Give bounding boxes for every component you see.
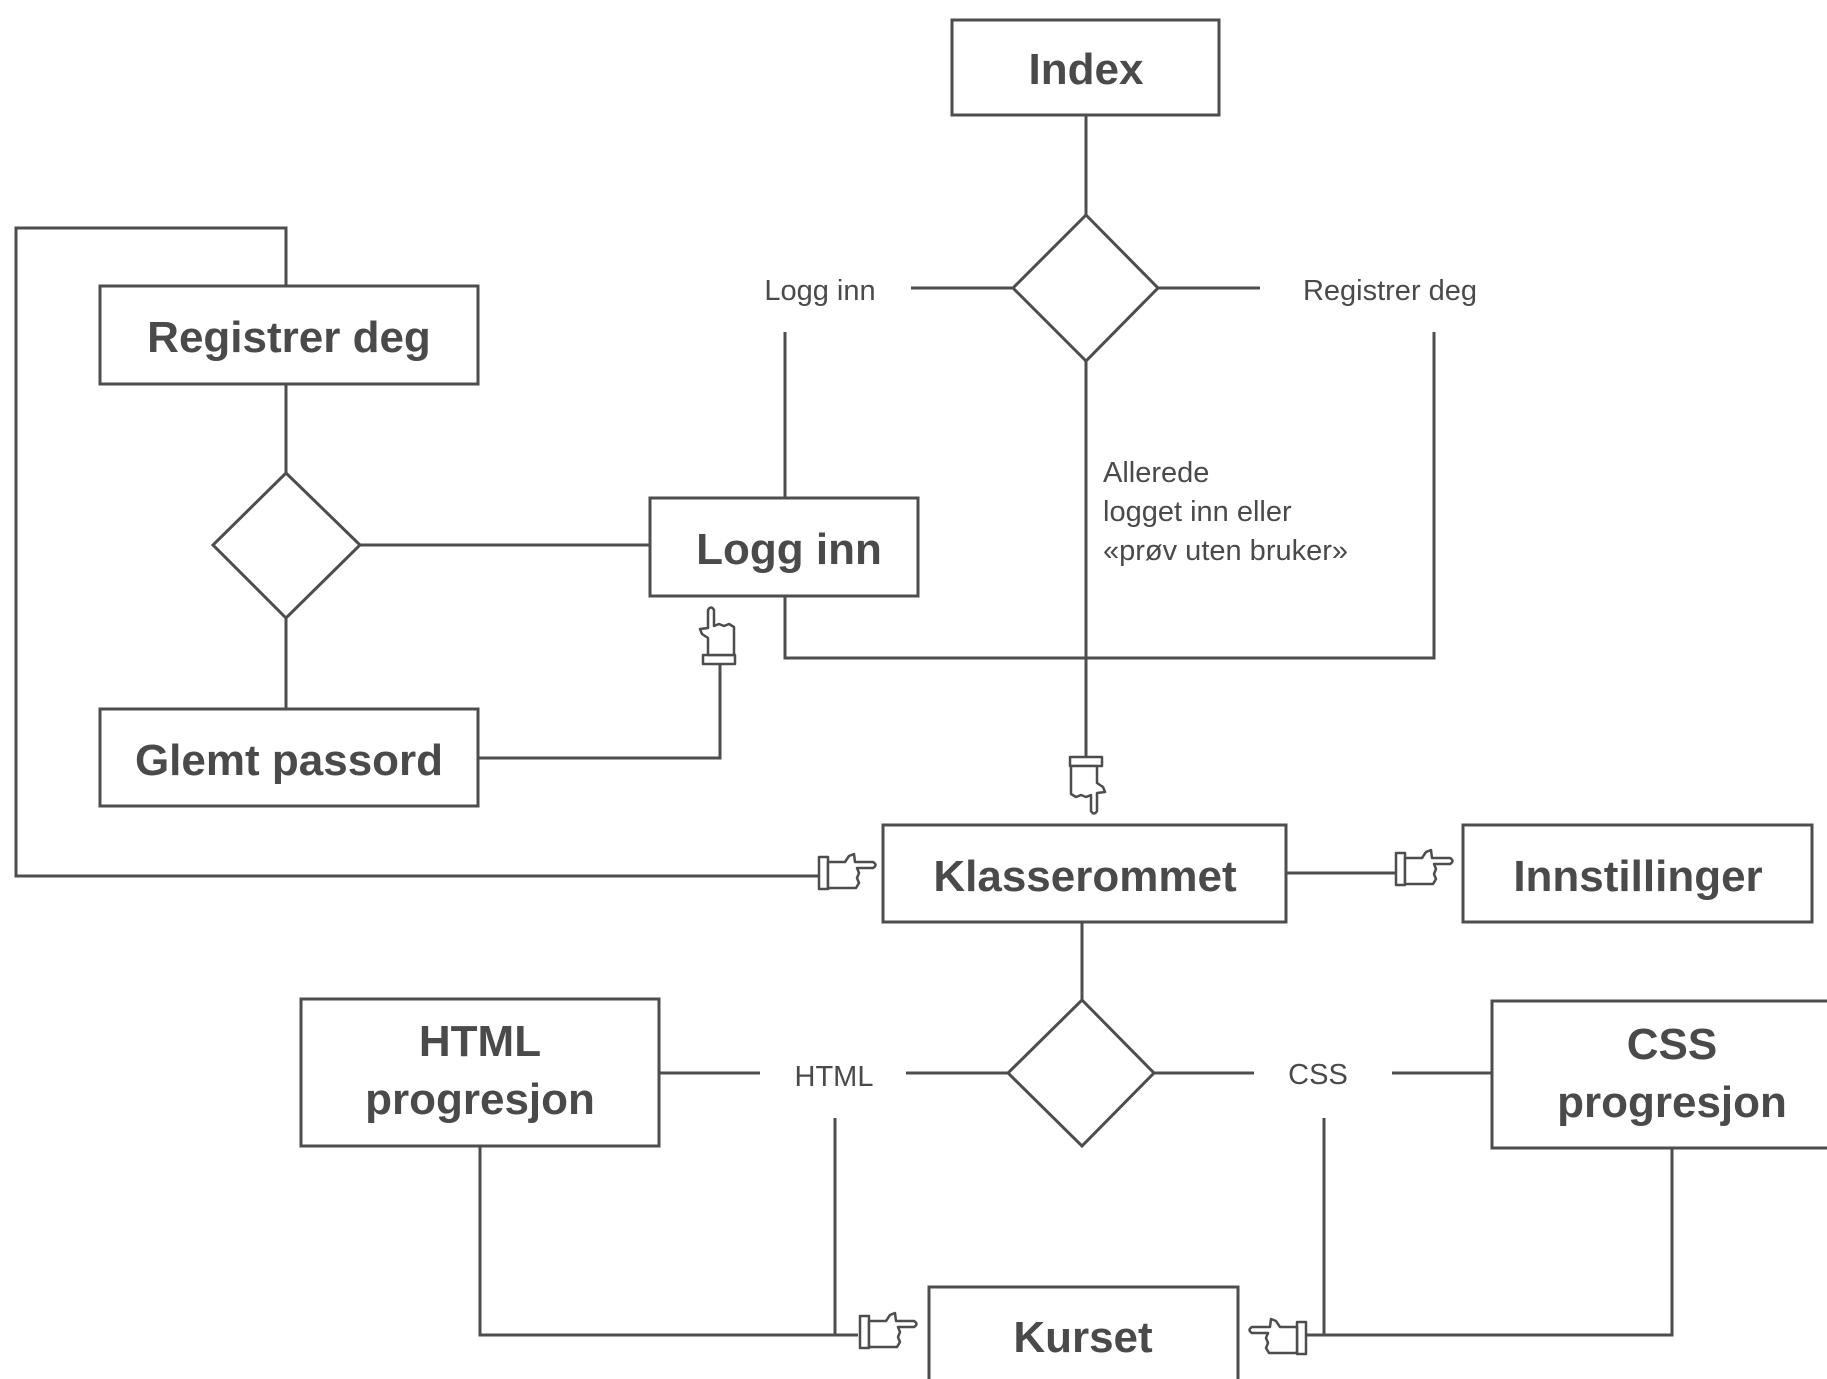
hand-pointer-icon	[1248, 1317, 1308, 1356]
edge-label-registrer-deg: Registrer deg	[1303, 275, 1477, 307]
connectors	[14, 115, 1674, 1337]
edge-label-css: CSS	[1288, 1059, 1348, 1091]
connector-html-to-kurset	[478, 1146, 858, 1337]
node-klasserommet-label: Klasserommet	[933, 852, 1237, 901]
node-glemt-passord-label: Glemt passord	[135, 736, 443, 785]
connector-registrer-label-down	[783, 332, 1436, 660]
hand-pointer-icon	[817, 852, 877, 891]
node-index-label: Index	[1029, 45, 1144, 94]
connector-loop-registrer-to-klasserommet	[14, 226, 820, 878]
node-kurset	[927, 1285, 1240, 1379]
hand-pointer-icon	[1394, 848, 1454, 887]
decision-diamond-index	[1010, 212, 1161, 364]
decision-diamond-login	[210, 470, 363, 621]
edge-label-allerede-1: Allerede	[1103, 457, 1209, 489]
node-innstillinger	[1461, 823, 1814, 924]
hand-pointer-icon	[1068, 755, 1107, 815]
edge-label-logg-inn: Logg inn	[764, 275, 875, 307]
node-logg-inn-label: Logg inn	[696, 525, 882, 574]
hand-pointer-icon	[698, 606, 737, 666]
node-kurset-label: Kurset	[1013, 1313, 1153, 1362]
connector-css-to-kurset	[1306, 1148, 1674, 1337]
edge-label-html: HTML	[795, 1061, 874, 1093]
node-klasserommet	[881, 823, 1288, 924]
node-html-progresjon-line2: progresjon	[365, 1075, 595, 1124]
node-html-progresjon	[299, 997, 661, 1148]
decision-diamond-course	[1005, 997, 1157, 1149]
node-css-progresjon-line2: progresjon	[1557, 1078, 1787, 1127]
node-css-progresjon-line1: CSS	[1627, 1020, 1717, 1069]
node-index	[950, 18, 1221, 117]
edge-label-allerede-2: logget inn eller	[1103, 496, 1292, 528]
edge-label-allerede-3: «prøv uten bruker»	[1103, 535, 1348, 567]
node-css-progresjon	[1490, 999, 1827, 1150]
node-logg-inn	[648, 496, 920, 598]
node-innstillinger-label: Innstillinger	[1513, 852, 1762, 901]
connector-glemt-to-logginn	[478, 664, 722, 760]
node-glemt-passord	[98, 707, 480, 808]
hand-pointer-icon	[858, 1311, 918, 1350]
node-registrer-deg	[98, 284, 480, 386]
node-registrer-deg-label: Registrer deg	[147, 313, 431, 362]
node-html-progresjon-line1: HTML	[419, 1017, 541, 1066]
